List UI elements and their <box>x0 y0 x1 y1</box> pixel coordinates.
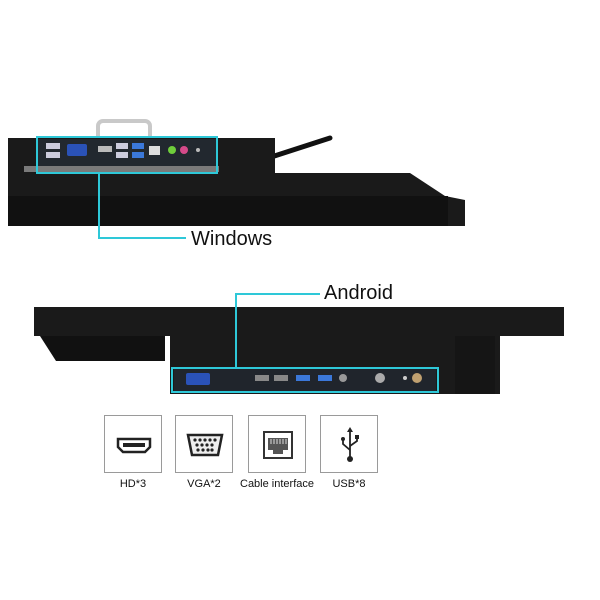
windows-panel-photo <box>8 119 465 239</box>
interface-label: VGA*2 <box>187 478 221 490</box>
ethernet-icon <box>263 431 293 459</box>
ethernet-icon-box <box>248 415 306 473</box>
hdmi-icon <box>116 437 152 454</box>
interface-label: USB*8 <box>332 478 366 490</box>
interface-label: HD*3 <box>119 478 147 490</box>
vga-icon-box <box>175 415 233 473</box>
usb-icon-box <box>320 415 378 473</box>
android-callout-label: Android <box>324 282 393 304</box>
hdmi-icon-box <box>104 415 162 473</box>
windows-callout-label: Windows <box>191 228 273 250</box>
usb-icon <box>341 427 359 462</box>
interface-label: Cable interface <box>240 478 314 490</box>
vga-icon <box>186 433 224 457</box>
android-panel-photo <box>34 293 564 394</box>
